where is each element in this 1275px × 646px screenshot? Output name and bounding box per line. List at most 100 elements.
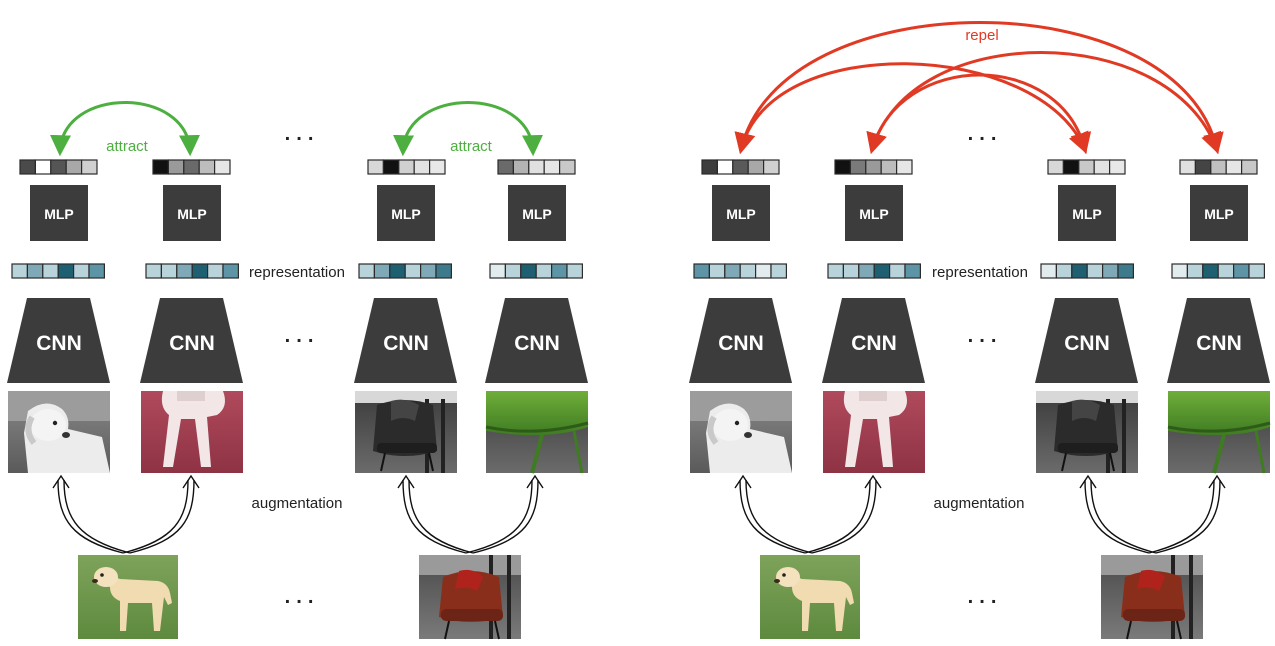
representation-vector — [827, 263, 921, 279]
augmentation-label: augmentation — [934, 495, 1025, 512]
projection-cell — [398, 159, 415, 175]
projection-cell — [367, 159, 384, 175]
cnn-block: CNN — [689, 298, 792, 383]
mlp-block: MLP — [845, 185, 903, 241]
repel-label: repel — [965, 27, 998, 44]
representation-cell — [739, 263, 757, 279]
svg-text:MLP: MLP — [44, 206, 74, 222]
projection-cell — [34, 159, 52, 175]
representation-vector — [11, 263, 105, 279]
representation-vector — [1040, 263, 1134, 279]
representation-cell — [1171, 263, 1188, 279]
representation-cell — [1071, 263, 1088, 279]
cnn-block: CNN — [1035, 298, 1138, 383]
dog-red-tint-crop — [141, 391, 243, 473]
svg-text:CNN: CNN — [1196, 332, 1242, 355]
projection-cell — [382, 159, 400, 175]
svg-text:CNN: CNN — [383, 332, 429, 355]
svg-text:MLP: MLP — [177, 206, 207, 222]
representation-cell — [88, 263, 105, 279]
projection-cell — [849, 159, 867, 175]
projection-cell — [747, 159, 765, 175]
chair-green-crop — [1166, 389, 1272, 475]
representation-cell — [566, 263, 583, 279]
projection-cell — [558, 159, 576, 175]
representation-cell — [435, 263, 452, 279]
representation-cell — [176, 263, 193, 279]
repel-arrow-outer — [734, 21, 1224, 155]
attract-label-dog: attract — [106, 138, 149, 155]
attract-panel: attract attract · · · MLP MLP MLP MLP — [7, 101, 590, 640]
representation-cell — [404, 263, 422, 279]
representation-cell — [1186, 263, 1204, 279]
ellipsis-bottom: · · · — [284, 592, 313, 611]
representation-cell — [26, 263, 44, 279]
mlp-block: MLP — [30, 185, 88, 241]
mlp-block: MLP — [508, 185, 566, 241]
dog-red-tint-crop — [823, 391, 925, 473]
svg-text:CNN: CNN — [1064, 332, 1110, 355]
projection-cell — [528, 159, 545, 175]
augmentation-arrows-dog — [52, 474, 200, 554]
projection-cell — [543, 159, 561, 175]
augmentation-arrows-chair — [1079, 474, 1226, 554]
representation-cell — [504, 263, 522, 279]
svg-text:CNN: CNN — [514, 332, 560, 355]
cnn-block: CNN — [1167, 298, 1270, 383]
svg-text:MLP: MLP — [391, 206, 421, 222]
ellipsis-bottom: · · · — [967, 592, 996, 611]
chair-green-crop — [484, 389, 590, 475]
representation-cell — [904, 263, 921, 279]
representation-cell — [1055, 263, 1073, 279]
representation-cell — [888, 263, 906, 279]
svg-text:CNN: CNN — [851, 332, 897, 355]
projection-cell — [762, 159, 780, 175]
cnn-block: CNN — [485, 298, 588, 383]
svg-text:MLP: MLP — [522, 206, 552, 222]
projection-cell — [1210, 159, 1227, 175]
representation-cell — [1040, 263, 1057, 279]
representation-vector — [489, 263, 583, 279]
representation-cell — [42, 263, 59, 279]
representation-cell — [373, 263, 391, 279]
representation-cell — [754, 263, 772, 279]
ellipsis-middle: · · · — [284, 331, 313, 350]
augmentation-arrows-chair — [397, 474, 544, 554]
projection-cell — [80, 159, 98, 175]
ellipsis-top: · · · — [967, 129, 996, 148]
mlp-block: MLP — [1058, 185, 1116, 241]
projection-cell — [865, 159, 882, 175]
representation-cell — [11, 263, 28, 279]
projection-cell — [1240, 159, 1258, 175]
ellipsis-top: · · · — [284, 129, 313, 148]
projection-cell — [183, 159, 200, 175]
representation-cell — [145, 263, 162, 279]
representation-vector — [145, 263, 239, 279]
cnn-block: CNN — [822, 298, 925, 383]
projection-cell — [895, 159, 913, 175]
projection-cell — [1062, 159, 1080, 175]
projection-cell — [152, 159, 169, 175]
projection-cell — [428, 159, 446, 175]
projection-cell — [213, 159, 231, 175]
representation-cell — [693, 263, 710, 279]
representation-cell — [1202, 263, 1219, 279]
representation-cell — [57, 263, 75, 279]
projection-cell — [716, 159, 734, 175]
representation-vector — [1171, 263, 1265, 279]
chair-source-photo — [418, 554, 522, 640]
cnn-block: CNN — [354, 298, 457, 383]
representation-cell — [520, 263, 537, 279]
projection-cell — [413, 159, 431, 175]
projection-cell — [65, 159, 83, 175]
projection-vector — [701, 159, 780, 175]
projection-cell — [512, 159, 530, 175]
representation-cell — [708, 263, 726, 279]
projection-vector — [834, 159, 913, 175]
dog-grayscale-crop — [8, 391, 110, 473]
representation-cell — [1117, 263, 1134, 279]
augmentation-label: augmentation — [252, 495, 343, 512]
representation-cell — [1232, 263, 1250, 279]
attract-arrow-dog — [50, 101, 200, 157]
augmentation-arrows-dog — [734, 474, 882, 554]
